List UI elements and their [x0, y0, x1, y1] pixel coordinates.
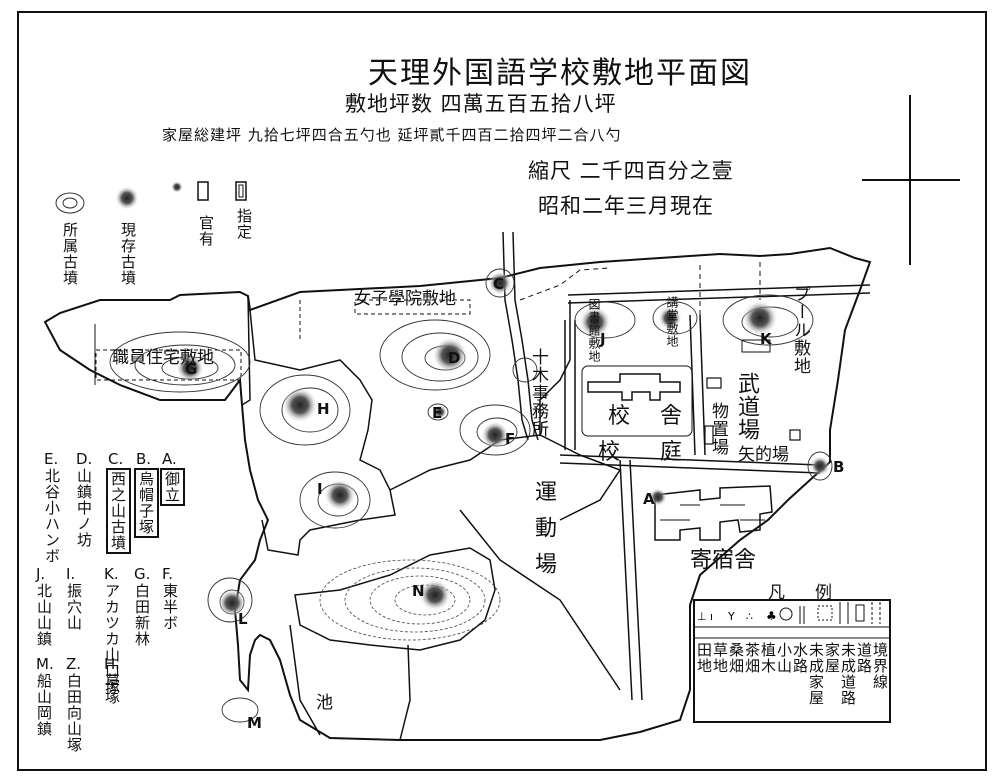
martial-hall-label: 武道場: [734, 372, 759, 441]
tomb-id: G.: [134, 565, 151, 583]
mound-letter-l: L: [238, 610, 248, 628]
tomb-id: J.: [36, 565, 46, 583]
library-land-label: 図書館敷地: [587, 298, 601, 363]
pond-label: 池: [316, 693, 333, 713]
tomb-name: 北谷小ハンボ: [43, 468, 61, 564]
site-boundary: [43, 246, 872, 741]
mound-letter-b: B: [833, 458, 845, 476]
tomb-id: E.: [44, 450, 59, 468]
mound-shading: [176, 271, 830, 617]
mound-letter-h: H: [317, 400, 330, 418]
legend-item: 小山: [775, 642, 793, 674]
legend-item: 桑畑: [727, 642, 745, 674]
tomb-id: A.: [162, 450, 177, 468]
lecture-land-label: 講堂敷地: [665, 296, 679, 348]
symbol-legend-icons: [55, 181, 247, 214]
dormitory-building: [654, 485, 773, 541]
map-title: 天理外国語学校敷地平面図: [368, 56, 752, 91]
page-frame: [17, 11, 987, 771]
date-note: 昭和二年三月現在: [538, 194, 714, 218]
scale-note: 縮尺 二千四百分之壹: [528, 159, 734, 183]
tomb-id: F.: [162, 565, 173, 583]
legend-item: 草地: [711, 642, 729, 674]
school-building-label: 校舎: [608, 404, 713, 429]
tomb-id: I.: [66, 565, 76, 583]
legend-existing-tomb-label: 現存古墳: [119, 222, 137, 286]
site-area: 敷地坪数 四萬五百五拾八坪: [345, 92, 617, 116]
storage-label: 物置場: [708, 402, 728, 456]
tomb-name: 船山岡鎮: [35, 673, 53, 737]
tomb-id: M.: [36, 655, 54, 673]
tomb-id: C.: [108, 450, 124, 468]
legend-item: 道路: [855, 642, 873, 674]
legend-item: 植木: [759, 642, 777, 674]
legend-item: 水路: [791, 642, 809, 674]
girls-school-land-label: 女子學院敷地: [354, 289, 456, 309]
mound-letter-k: K: [760, 330, 772, 348]
tomb-id: H.: [104, 655, 120, 673]
legend-box: ♣ ∴ Y ı ⊥: [693, 599, 891, 723]
legend-heading: 凡例: [768, 583, 862, 603]
mound-letter-j: J: [600, 330, 606, 348]
svg-text:ı: ı: [710, 610, 713, 623]
tomb-name: 西之山古墳: [106, 468, 131, 554]
mound-letter-n: N: [412, 582, 425, 600]
tomb-name: 東半ボ: [161, 583, 179, 631]
legend-item: 田地: [695, 642, 713, 674]
tomb-name: 草塚: [103, 673, 121, 705]
tomb-id: B.: [136, 450, 152, 468]
main-road: [502, 231, 529, 441]
mound-letter-c: C: [493, 275, 505, 293]
tomb-name: 御立: [160, 468, 185, 506]
mound-letter-a: A: [643, 490, 655, 508]
tomb-id: Z.: [66, 655, 82, 673]
legend-item: 境界線: [871, 642, 889, 690]
svg-text:Y: Y: [727, 610, 735, 623]
school-yard-label: 校庭: [598, 440, 723, 465]
office-label: 十木事務所: [528, 348, 548, 438]
playground-label: 運動場: [531, 480, 556, 588]
legend-item: 茶畑: [743, 642, 761, 674]
tomb-name: 振穴山: [65, 583, 83, 631]
school-building: [587, 373, 681, 401]
legend-item: 未成道路: [839, 642, 857, 706]
tomb-name: 白田向山塚: [65, 673, 83, 753]
mound-letter-e: E: [432, 404, 443, 422]
tomb-id: D.: [76, 450, 93, 468]
tomb-name: 烏帽子塚: [134, 468, 159, 538]
mound-letter-d: D: [448, 349, 461, 367]
legend-attached-tomb-label: 所属古墳: [61, 222, 79, 286]
svg-text:∴: ∴: [746, 610, 753, 623]
large-mound-area: [294, 547, 496, 651]
mound-letter-g: G: [185, 360, 198, 378]
dormitory-label: 寄宿舎: [690, 548, 757, 573]
legend-designated-label: 指定: [235, 208, 253, 240]
legend-item: 家屋: [823, 642, 841, 674]
tomb-name: 山鎮中ノ坊: [75, 468, 93, 548]
svg-text:⊥: ⊥: [697, 610, 707, 623]
legend-item: 未成家屋: [807, 642, 825, 706]
tomb-name: アカツカ山口塚: [103, 583, 121, 695]
pond-outline: [289, 624, 411, 741]
tomb-id: K.: [104, 565, 119, 583]
archery-label: 矢的場: [738, 445, 789, 465]
mound-letter-i: I: [317, 480, 323, 498]
pool-land-label: プール敷地: [790, 285, 810, 375]
mound-letter-f: F: [505, 430, 516, 448]
mound-letter-m: M: [247, 714, 262, 732]
tomb-name: 北山山鎮: [35, 583, 53, 647]
staff-residence-land-label: 職員住宅敷地: [112, 348, 214, 368]
svg-text:♣: ♣: [766, 609, 777, 623]
building-area: 家屋総建坪 九拾七坪四合五勺也 延坪貳千四百二拾四坪二合八勺: [162, 126, 622, 144]
legend-government-label: 官有: [197, 215, 215, 247]
tomb-name: 白田新林: [133, 583, 151, 647]
